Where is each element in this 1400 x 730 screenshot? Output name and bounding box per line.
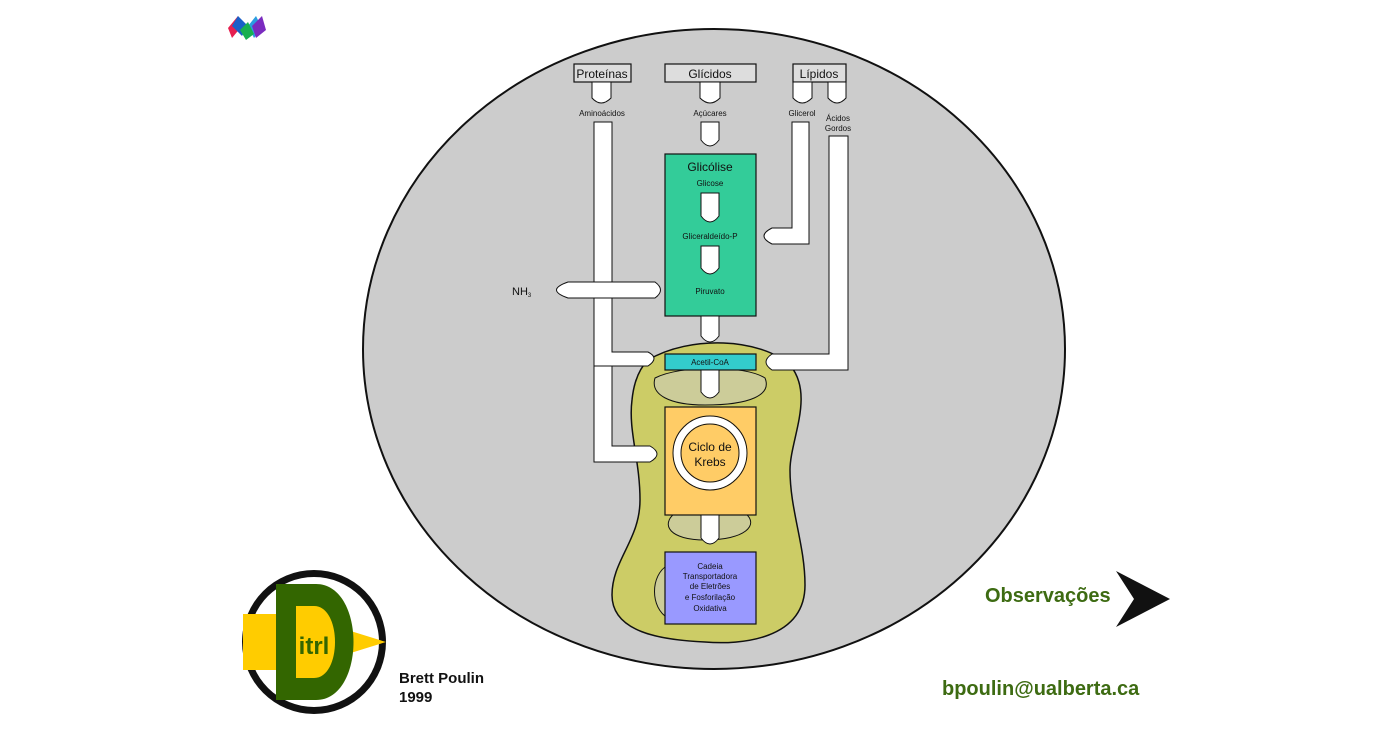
arrow-down-icon: [700, 192, 720, 223]
label-fatty-acids-1: Ácidos: [826, 114, 850, 123]
label-pyruvate: Piruvato: [695, 287, 725, 296]
krebs-cycle-inner: [680, 423, 740, 483]
glycolysis-box: [664, 153, 757, 317]
label-acetyl-coa: Acetil-CoA: [691, 358, 729, 367]
label-lipids: Lípidos: [800, 67, 839, 81]
arrow-down-icon: [827, 81, 847, 104]
fatty-acid-pathway: [765, 135, 849, 371]
krebs-label-2: Krebs: [694, 455, 725, 469]
label-sugars: Açúcares: [693, 109, 726, 118]
arrow-down-icon: [591, 81, 612, 104]
label-nh3: NH3: [512, 286, 532, 299]
ditrl-logo: itrl: [242, 570, 386, 714]
electron-chain-line: Transportadora: [683, 572, 738, 581]
electron-chain-line: de Eletrões: [690, 582, 730, 591]
krebs-label-1: Ciclo de: [688, 440, 732, 454]
label-glucids: Glícidos: [688, 67, 731, 81]
arrow-down-icon: [700, 514, 720, 545]
arrow-down-icon: [700, 121, 720, 147]
next-arrow-icon[interactable]: [1112, 570, 1172, 628]
source-box-lipids: [792, 63, 847, 83]
label-fatty-acids-2: Gordos: [825, 124, 851, 133]
arrow-down-icon: [700, 369, 720, 399]
label-glucose: Glicose: [697, 179, 724, 188]
electron-chain-box: [664, 551, 757, 625]
observations-link[interactable]: Observações: [985, 585, 1111, 607]
electron-chain-line: Oxidativa: [693, 604, 727, 613]
author-year: 1999: [399, 689, 433, 706]
amino-acid-to-krebs: [593, 365, 658, 463]
logo-text: itrl: [299, 633, 330, 660]
corner-logo-icon: [228, 16, 266, 40]
author-name: Brett Poulin: [399, 670, 484, 687]
glycerol-pathway: [763, 121, 810, 245]
krebs-cycle-outline: [672, 415, 748, 491]
label-glyceraldehyde: Gliceraldeído-P: [682, 232, 737, 241]
arrow-down-icon: [699, 81, 721, 104]
arrow-down-icon: [700, 245, 720, 275]
nh3-arrow: [556, 281, 661, 299]
amino-acid-pathway: [593, 121, 655, 367]
electron-chain-line: Cadeia: [697, 562, 723, 571]
label-proteins: Proteínas: [576, 67, 627, 81]
contact-email-link[interactable]: bpoulin@ualberta.ca: [942, 678, 1140, 700]
author-block: Brett Poulin 1999: [399, 669, 484, 707]
label-amino-acids: Aminoácidos: [579, 109, 625, 118]
krebs-cycle-ring: [673, 416, 747, 490]
arrow-down-icon: [700, 315, 720, 343]
electron-chain-line: e Fosforilação: [685, 593, 736, 602]
arrow-down-icon: [792, 81, 813, 104]
label-glycerol: Glicerol: [788, 109, 815, 118]
glycolysis-title: Glicólise: [687, 160, 733, 174]
